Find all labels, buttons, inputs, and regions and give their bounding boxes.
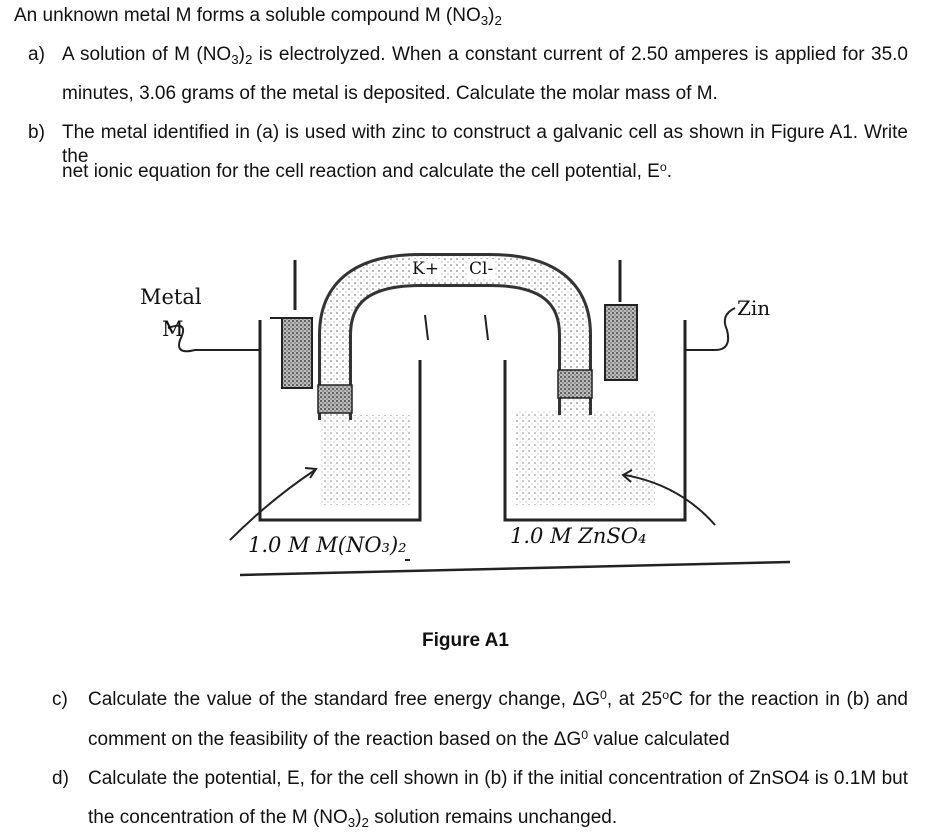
part-c-line-2-post: value calculated bbox=[588, 729, 730, 750]
part-b-line-2-sup: o bbox=[659, 160, 667, 174]
part-d-line-2-sub: 3 bbox=[347, 815, 356, 830]
part-b-line-2: net ionic equation for the cell reaction… bbox=[62, 160, 672, 184]
part-b-line-1: The metal identified in (a) is used with… bbox=[62, 122, 908, 167]
bench-line bbox=[239, 560, 790, 577]
part-b-line-2-pre: net ionic equation for the cell reaction… bbox=[62, 161, 660, 182]
part-c-line-2-pre: comment on the feasibility of the reacti… bbox=[88, 729, 582, 750]
right-beaker bbox=[503, 320, 687, 522]
galvanic-cell-diagram bbox=[167, 253, 790, 577]
metal-label-1: Metal bbox=[140, 285, 202, 309]
question-intro: An unknown metal M forms a soluble compo… bbox=[14, 4, 502, 28]
part-d-label: d) bbox=[52, 768, 69, 789]
part-c-label: c) bbox=[52, 689, 68, 710]
part-a-line-1-sub2: 2 bbox=[244, 52, 253, 67]
part-d-line-2-pre: the concentration of the M (NO bbox=[88, 807, 348, 828]
right-solution-fill bbox=[515, 410, 655, 505]
part-a-label: a) bbox=[28, 44, 45, 65]
right-bridge-plug bbox=[557, 369, 593, 399]
part-b-line-2-post: . bbox=[666, 161, 672, 182]
left-solution-fill bbox=[320, 415, 410, 505]
part-a-line-1-pre: A solution of M (NO bbox=[62, 44, 232, 65]
zinc-label: Zin bbox=[737, 296, 771, 320]
salt-bridge-k-label: K+ bbox=[410, 259, 441, 279]
part-d-line-2-post: solution remains unchanged. bbox=[368, 807, 618, 828]
left-arrowhead bbox=[304, 467, 318, 479]
part-d-line-2: the concentration of the M (NO3)2 soluti… bbox=[88, 806, 617, 830]
part-c-line-1-sup: 0 bbox=[600, 688, 607, 702]
part-a-line-2: minutes, 3.06 grams of the metal is depo… bbox=[62, 83, 718, 104]
zinc-electrode bbox=[604, 304, 638, 381]
bridge-inner-mark-right bbox=[484, 314, 489, 341]
part-c-line-2: comment on the feasibility of the reacti… bbox=[88, 728, 730, 752]
right-solution-label: 1.0 M ZnSO₄ bbox=[510, 524, 647, 548]
intro-after: ) bbox=[488, 5, 495, 26]
part-c-line-1: Calculate the value of the standard free… bbox=[88, 688, 908, 712]
part-c-line-1-sup2: o bbox=[662, 688, 670, 702]
part-c-line-1-pre: Calculate the value of the standard free… bbox=[88, 689, 601, 710]
part-b-label: b) bbox=[28, 122, 45, 143]
metal-label-2: M bbox=[162, 317, 184, 341]
intro-sub: 3 bbox=[480, 13, 489, 28]
part-d-line-2-sub2: 2 bbox=[361, 815, 369, 830]
part-d-line-1: Calculate the potential, E, for the cell… bbox=[88, 768, 908, 789]
part-c-line-2-sup: 0 bbox=[581, 728, 589, 742]
bridge-inner-mark-left bbox=[424, 314, 429, 341]
part-d-line-2-mid: ) bbox=[355, 807, 362, 828]
left-pointer-arrow bbox=[229, 469, 316, 541]
figure-caption: Figure A1 bbox=[422, 630, 509, 651]
intro-sub2: 2 bbox=[494, 13, 502, 28]
left-beaker bbox=[258, 320, 422, 522]
metal-electrode bbox=[281, 317, 313, 389]
left-solution-label: 1.0 M M(NO₃)₂ bbox=[248, 533, 407, 557]
salt-bridge-cl-label: Cl- bbox=[467, 259, 496, 279]
part-c-line-1-mid: , at 25 bbox=[606, 689, 663, 710]
part-a-line-1-sub: 3 bbox=[231, 52, 239, 67]
part-a-line-1: A solution of M (NO3)2 is electrolyzed. … bbox=[62, 43, 908, 67]
left-bridge-plug bbox=[317, 384, 353, 414]
metal-leader-line bbox=[167, 324, 260, 353]
part-a-line-1-mid: ) bbox=[238, 44, 245, 65]
right-arrowhead bbox=[621, 469, 633, 483]
part-a-line-1-post: is electrolyzed. When a constant current… bbox=[252, 44, 908, 65]
part-c-line-1-post: C for the reaction in (b) and bbox=[669, 689, 908, 710]
right-pointer-arrow bbox=[624, 474, 716, 526]
salt-bridge-fill bbox=[321, 256, 589, 420]
zinc-leader-line bbox=[685, 307, 736, 351]
intro-text: An unknown metal M forms a soluble compo… bbox=[14, 5, 481, 26]
